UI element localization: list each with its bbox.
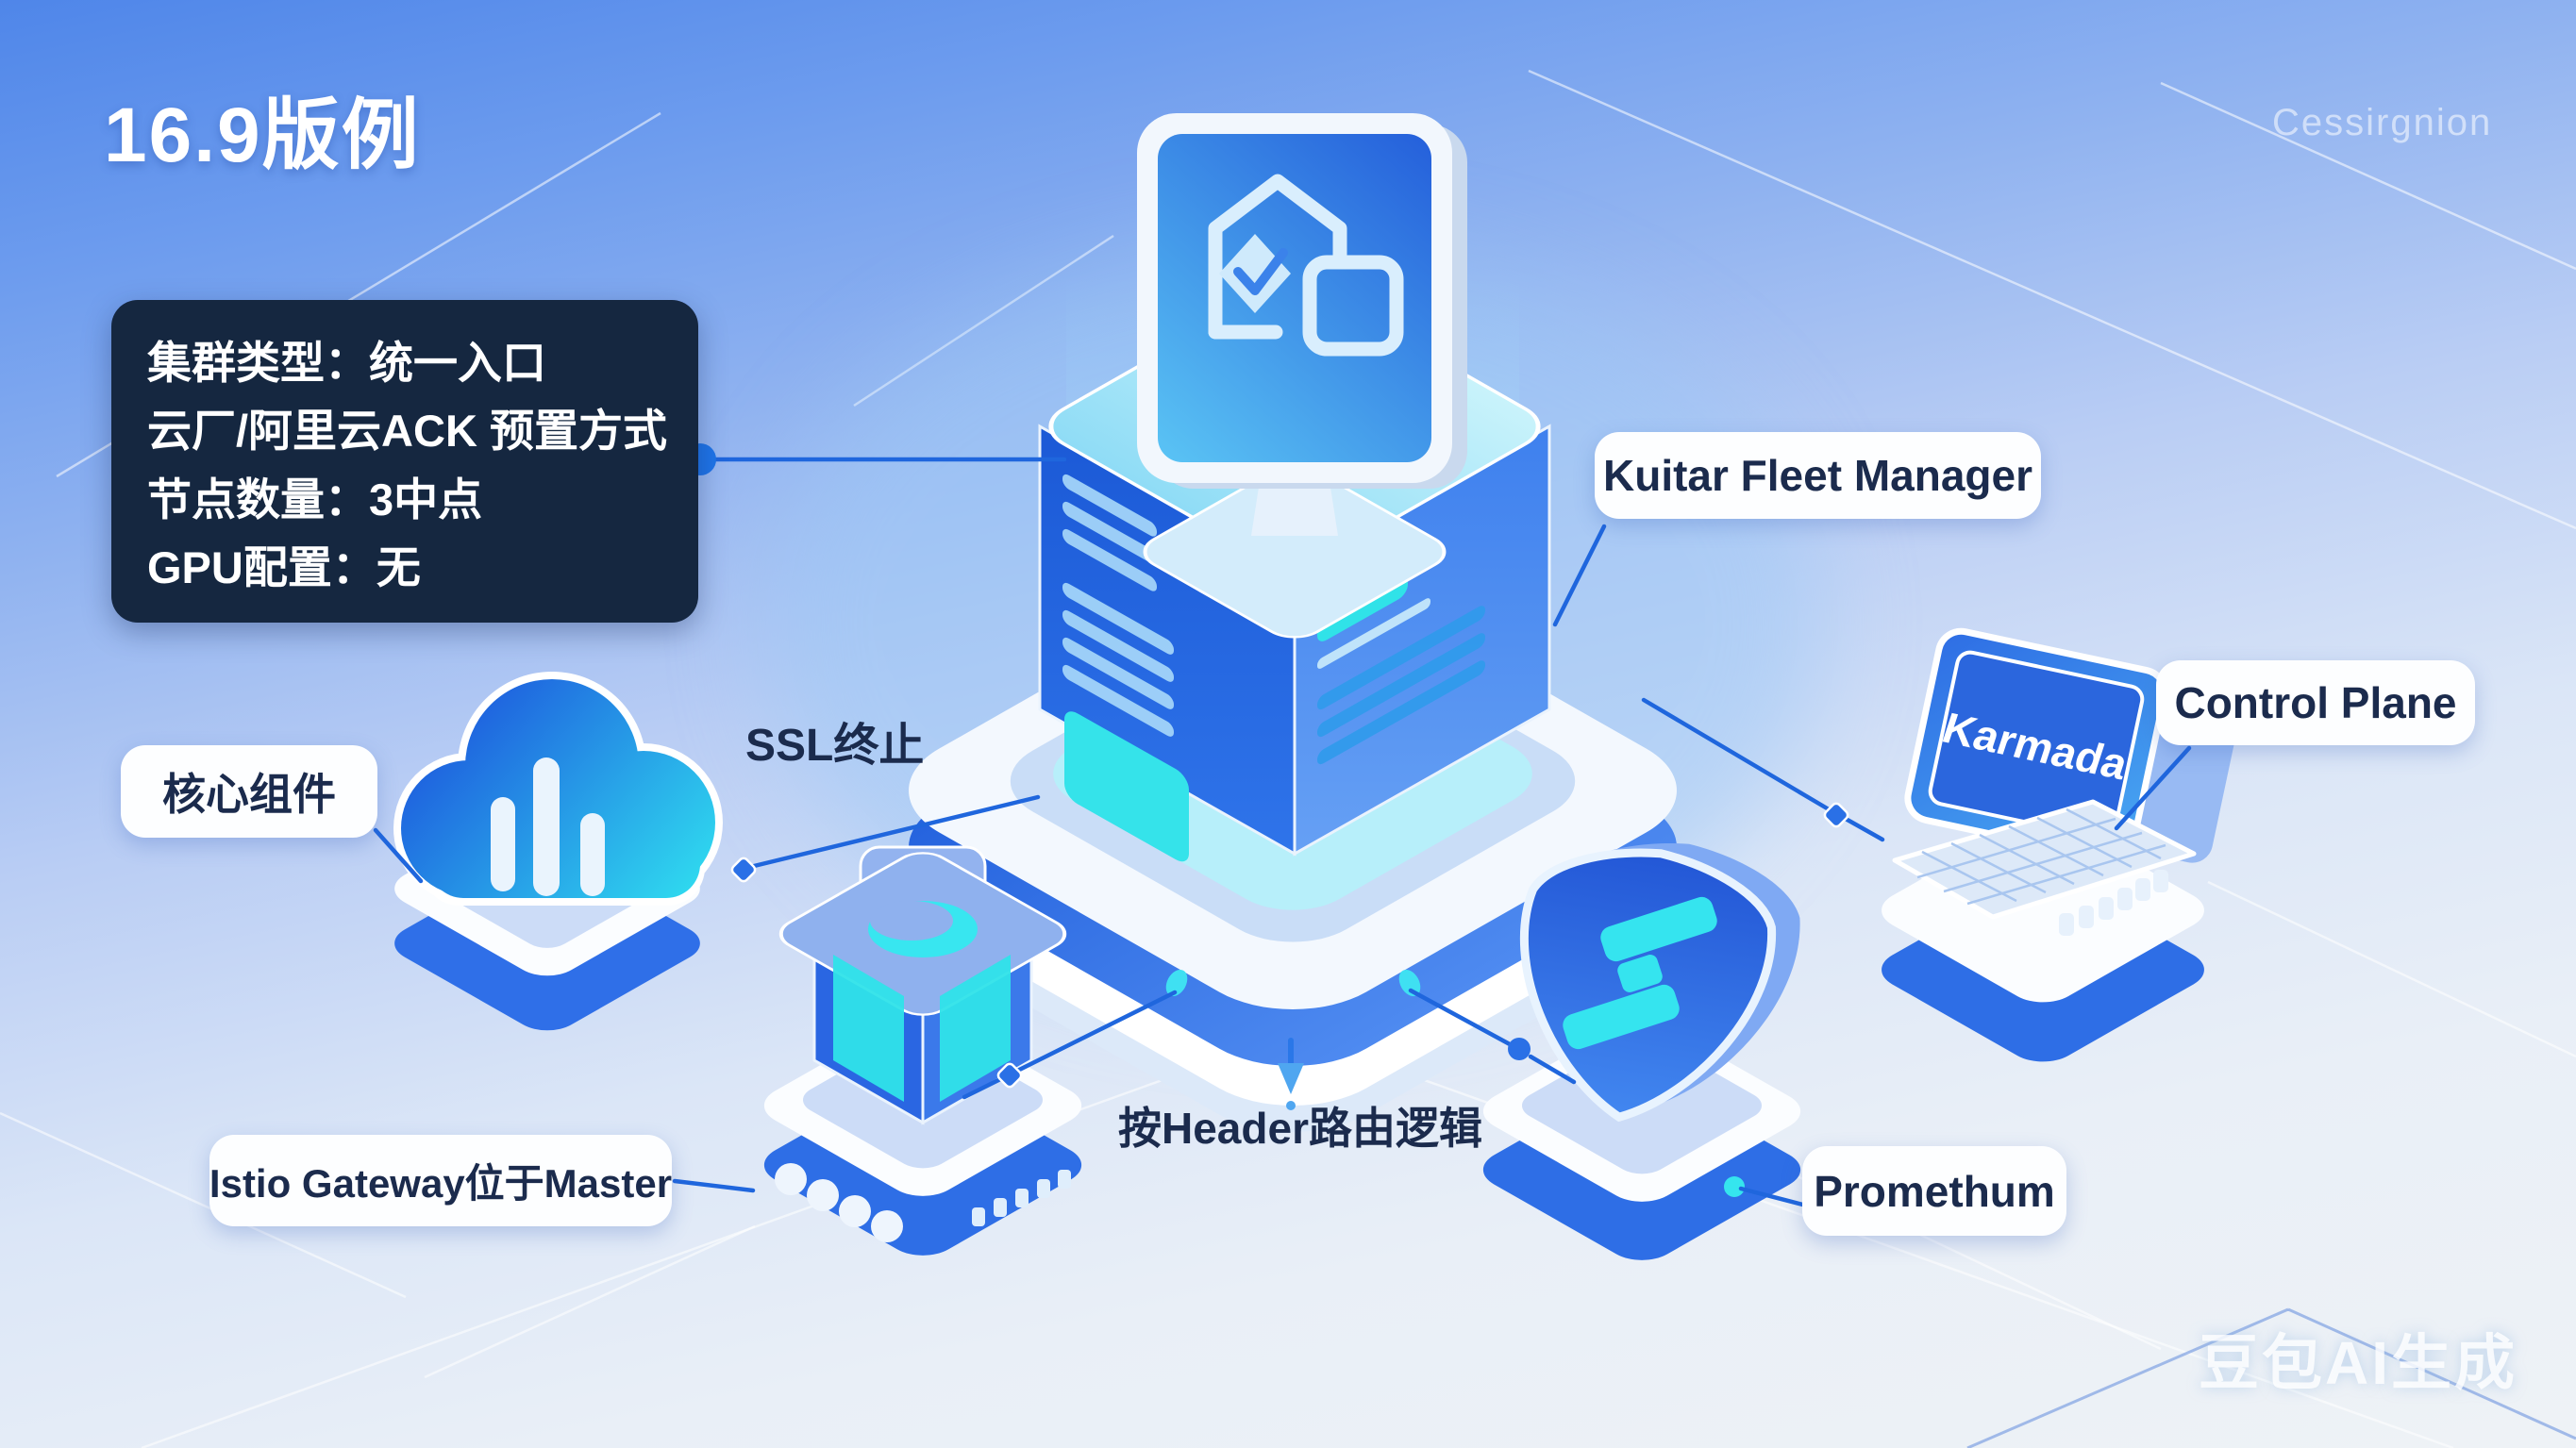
cloud-chart-icon	[393, 672, 723, 906]
info-box-line-gpu-config: GPU配置：无	[147, 542, 421, 593]
label-kuitar-fleet-manager: Kuitar Fleet Manager	[1595, 432, 2041, 519]
watermark-top: Cessirgnion	[2272, 102, 2493, 143]
label-control-plane: Control Plane	[2156, 660, 2475, 745]
label-ssl-termination: SSL终止	[745, 721, 925, 771]
label-prometheus: Promethum	[1802, 1146, 2066, 1236]
label-header-routing: 按Header路由逻辑	[1118, 1104, 1482, 1153]
info-box-line-node-count: 节点数量：3中点	[147, 474, 483, 524]
platform-ports-right	[972, 1170, 1071, 1226]
label-core-components: 核心组件	[121, 745, 377, 838]
down-arrow-icon	[1278, 1038, 1304, 1110]
shield-icon	[1519, 843, 1800, 1123]
container-box-icon	[778, 845, 1067, 1125]
grid-lines-blue	[1966, 1307, 2576, 1448]
info-box: 集群类型：统一入口 云厂/阿里云ACK 预置方式 节点数量：3中点 GPU配置：…	[111, 300, 698, 623]
monitor-icon	[1137, 113, 1467, 639]
page-title: 16.9版例	[104, 92, 421, 178]
info-box-line-cloud-vendor: 云厂/阿里云ACK 预置方式	[147, 406, 667, 457]
platform-ports	[2059, 870, 2168, 936]
label-istio-gateway: Istio Gateway位于Master	[209, 1135, 672, 1226]
watermark-bottom: 豆包AI生成	[2199, 1329, 2517, 1397]
platform-ports-left	[775, 1163, 903, 1242]
laptop-karmada-icon: Karmada	[1892, 627, 2242, 920]
info-box-line-cluster-type: 集群类型：统一入口	[147, 337, 546, 388]
